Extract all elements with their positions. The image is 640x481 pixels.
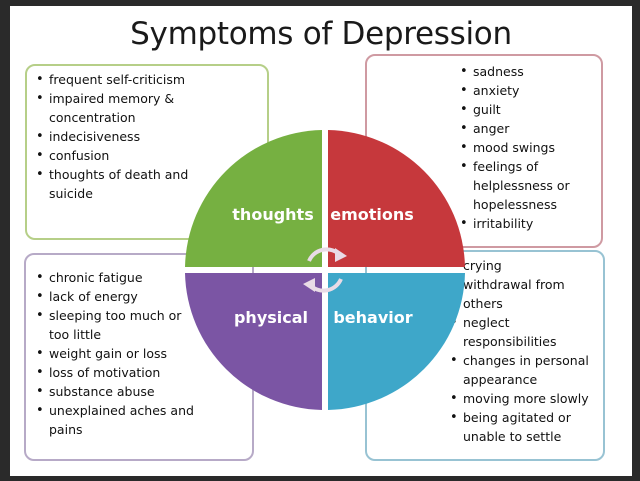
list-item: indecisiveness (36, 127, 201, 146)
list-item: weight gain or loss (36, 344, 196, 363)
list-item: feelings of helplessness or hopelessness (460, 157, 600, 214)
list-item: guilt (460, 100, 600, 119)
diagram-title: Symptoms of Depression (130, 16, 512, 52)
list-item: impaired memory & concentration (36, 89, 201, 127)
list-item: moving more slowly (450, 389, 600, 408)
emotions-list: sadnessanxietyguiltangermood swingsfeeli… (460, 62, 600, 233)
physical-list: chronic fatiguelack of energysleeping to… (36, 268, 196, 439)
list-item: thoughts of death and suicide (36, 165, 201, 203)
cycle-arrowheads-icon (303, 248, 347, 292)
physical-segment (185, 273, 322, 410)
list-item: sleeping too much or too little (36, 306, 196, 344)
thoughts-segment (185, 130, 322, 267)
emotions-segment (328, 130, 465, 267)
list-item: substance abuse (36, 382, 196, 401)
list-item: sadness (460, 62, 600, 81)
emotions-label: emotions (330, 205, 414, 224)
list-item: anxiety (460, 81, 600, 100)
list-item: mood swings (460, 138, 600, 157)
list-item: loss of motivation (36, 363, 196, 382)
behavior-segment (328, 273, 465, 410)
list-item: changes in personal appearance (450, 351, 600, 389)
list-item: lack of energy (36, 287, 196, 306)
list-item: unexplained aches and pains (36, 401, 196, 439)
thoughts-list: frequent self-criticismimpaired memory &… (36, 70, 201, 203)
list-item: irritability (460, 214, 600, 233)
symptom-wheel: thoughts emotions physical behavior (185, 130, 465, 410)
list-item: frequent self-criticism (36, 70, 201, 89)
behavior-label: behavior (333, 308, 412, 327)
physical-label: physical (234, 308, 308, 327)
list-item: chronic fatigue (36, 268, 196, 287)
list-item: being agitated or unable to settle (450, 408, 600, 446)
list-item: confusion (36, 146, 201, 165)
list-item: anger (460, 119, 600, 138)
thoughts-label: thoughts (232, 205, 313, 224)
list-item: neglect responsibilities (450, 313, 600, 351)
